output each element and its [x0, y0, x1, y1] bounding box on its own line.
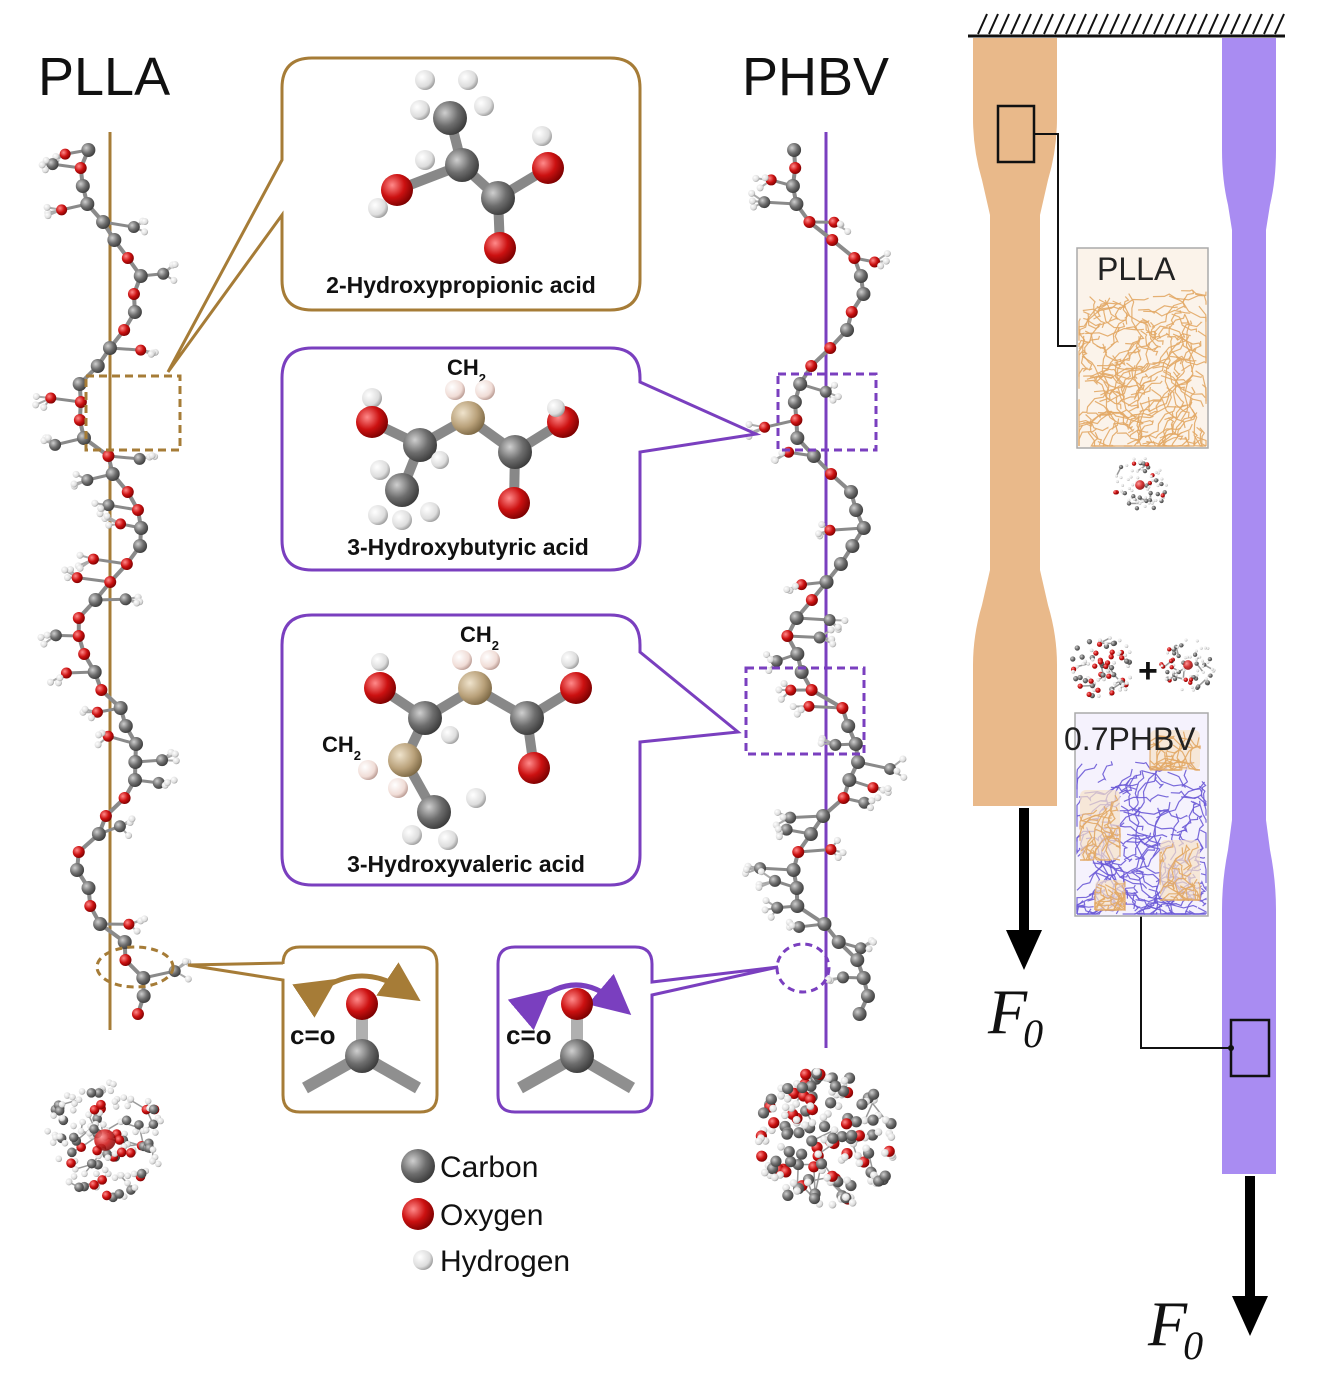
phbv-carbonyl-callout: c=o — [496, 945, 779, 1114]
blend-morphology-texture — [1076, 730, 1207, 915]
lactic-acid-label: 2-Hydroxypropionic acid — [326, 272, 596, 298]
plla-chain — [32, 143, 192, 1020]
plla-morphology-texture — [1078, 289, 1207, 447]
plla-highlight-box — [84, 374, 182, 452]
plla-title: PLLA — [38, 47, 170, 107]
butyric-acid-callout: CH2 3-Hydroxybutyric acid — [280, 346, 762, 572]
phbv-highlight-box-1 — [776, 372, 878, 452]
oxygen-legend-label: Oxygen — [440, 1199, 543, 1232]
plla-carbonyl-label: c=o — [290, 1020, 336, 1050]
valeric-ch2-side-label: CH2 — [322, 732, 361, 763]
force-right-label: F0 — [1147, 1288, 1203, 1368]
hydrogen-legend-label: Hydrogen — [440, 1245, 570, 1278]
plla-specimen — [973, 38, 1057, 806]
plla-cross-section-small — [1113, 457, 1168, 511]
lactic-acid-callout: 2-Hydroxypropionic acid — [166, 56, 642, 373]
butyric-acid-molecule — [356, 380, 579, 530]
plla-panel-label: PLLA — [1097, 251, 1176, 287]
phbv-title: PHBV — [742, 47, 889, 107]
force-arrow-left-head — [1006, 930, 1042, 970]
plla-cross-section — [44, 1079, 164, 1203]
hydrogen-legend-swatch — [413, 1250, 433, 1270]
force-left-label: F0 — [987, 976, 1043, 1056]
valeric-ch2-top-label: CH2 — [460, 622, 499, 653]
plla-carbonyl-highlight — [95, 945, 175, 989]
force-arrow-right-head — [1232, 1296, 1268, 1336]
lactic-acid-molecule — [368, 70, 564, 264]
valeric-acid-label: 3-Hydroxyvaleric acid — [347, 851, 585, 877]
valeric-acid-molecule — [358, 650, 592, 850]
plus-sign: + — [1138, 652, 1158, 690]
blend-cross-section-phbv — [1070, 636, 1133, 699]
phbv-carbonyl-label: c=o — [506, 1020, 552, 1050]
plla-carbonyl-callout: c=o — [187, 945, 439, 1114]
valeric-acid-callout: CH2 CH2 — [280, 613, 742, 887]
phbv-specimen — [1222, 38, 1276, 1174]
phbv-cross-section — [754, 1068, 897, 1209]
blend-cross-section-plla — [1159, 638, 1216, 692]
phbv-chain — [741, 143, 908, 1021]
phbv-highlight-box-2 — [744, 666, 866, 756]
atom-legend: Carbon Oxygen Hydrogen — [401, 1149, 570, 1278]
carbon-legend-swatch — [401, 1149, 435, 1183]
carbon-legend-label: Carbon — [440, 1151, 538, 1184]
oxygen-legend-swatch — [402, 1198, 434, 1230]
fixed-support-hatch — [977, 13, 1285, 35]
blend-panel-label: 0.7PHBV — [1064, 721, 1196, 757]
butyric-acid-label: 3-Hydroxybutyric acid — [347, 534, 589, 560]
butyric-ch2-label: CH2 — [447, 355, 486, 386]
phbv-carbonyl-highlight — [775, 942, 831, 994]
tensile-schematic: PLLA 0.7PHBV + F0 F0 — [968, 13, 1285, 1368]
